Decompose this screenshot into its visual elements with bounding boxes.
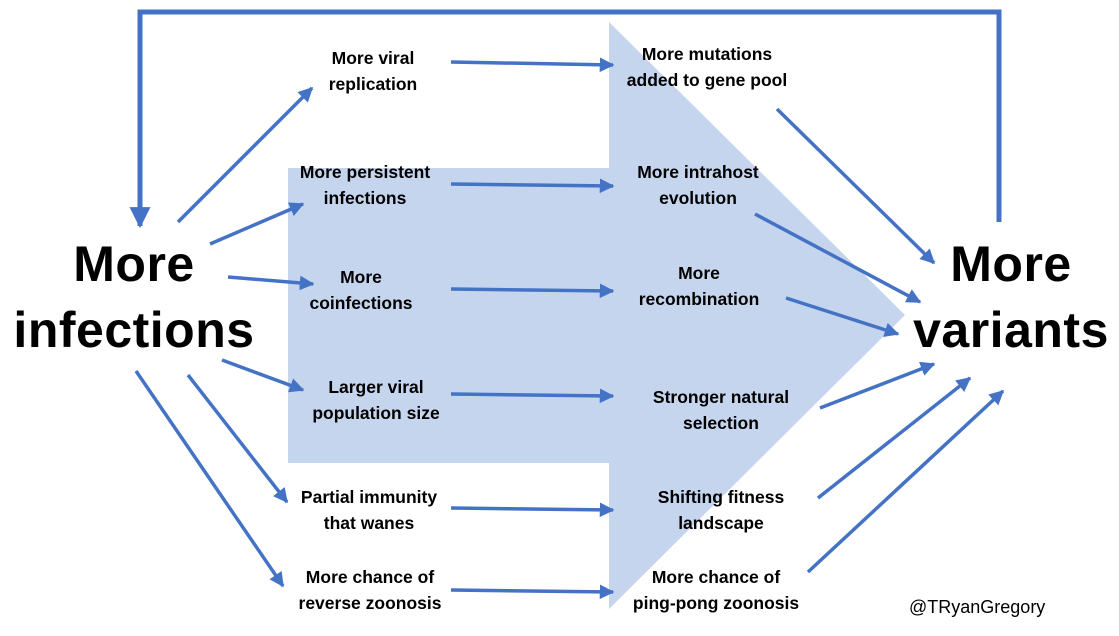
node-more-variants-line1: More xyxy=(950,236,1072,292)
effect-node-recombination: More recombination xyxy=(639,260,760,312)
cause-label-line2: coinfections xyxy=(309,293,413,313)
cause-label-line1: More chance of xyxy=(305,567,435,587)
feedback-loop-arrow xyxy=(129,9,1002,229)
effect-label-line2: added to gene pool xyxy=(626,70,788,90)
effect-label-line1: More intrahost xyxy=(637,162,759,182)
effect-label-line1: More chance of xyxy=(651,567,781,587)
cause-node-partial-immunity: Partial immunity that wanes xyxy=(301,484,437,536)
cause-label-line1: More persistent xyxy=(299,162,431,182)
cause-node-viral-replication: More viral replication xyxy=(329,45,418,97)
arrow-infections-to-reverse-zoonosis xyxy=(134,370,285,588)
cause-node-reverse-zoonosis: More chance of reverse zoonosis xyxy=(299,564,442,616)
effect-label-line2: ping-pong zoonosis xyxy=(632,593,800,613)
effect-node-ping-pong-zoonosis: More chance of ping-pong zoonosis xyxy=(633,564,799,616)
arrow-infections-to-viral-replication xyxy=(176,86,314,224)
effect-node-natural-selection: Stronger natural selection xyxy=(653,384,789,436)
effect-label-line1: Shifting fitness xyxy=(657,487,785,507)
cause-label-line1: Larger viral xyxy=(328,377,424,397)
cause-label-line1: More xyxy=(340,267,382,287)
cause-label-line2: reverse zoonosis xyxy=(298,593,442,613)
cause-label-line2: infections xyxy=(323,188,407,208)
arrow-infections-to-coinfections xyxy=(227,275,315,291)
node-more-infections-line2: infections xyxy=(13,302,255,358)
cause-node-coinfections: More coinfections xyxy=(309,264,412,316)
cause-label-line2: population size xyxy=(312,403,440,423)
arrow-infections-to-population-size xyxy=(221,358,305,393)
arrow-fitness-landscape-to-variants xyxy=(816,376,972,500)
effect-label-line2: landscape xyxy=(678,513,764,533)
cause-label-line2: that wanes xyxy=(323,513,415,533)
effect-label-line2: recombination xyxy=(638,289,760,309)
effect-node-intrahost-evolution: More intrahost evolution xyxy=(637,159,759,211)
node-more-variants-line2: variants xyxy=(913,302,1109,358)
cause-label-line1: More viral xyxy=(331,48,415,68)
arrow-population-size-to-natural-selection xyxy=(450,388,615,404)
effect-node-fitness-landscape: Shifting fitness landscape xyxy=(658,484,784,536)
node-more-infections: More infections xyxy=(13,231,254,363)
arrow-infections-to-persistent-infections xyxy=(209,202,305,246)
cause-label-line1: Partial immunity xyxy=(300,487,438,507)
arrow-coinfections-to-recombination xyxy=(450,283,615,299)
effect-node-mutations: More mutations added to gene pool xyxy=(627,41,787,93)
effect-label-line1: Stronger natural xyxy=(652,387,790,407)
arrow-persistent-infections-to-intrahost-evolution xyxy=(450,178,615,194)
arrow-reverse-zoonosis-to-ping-pong-zoonosis xyxy=(450,584,615,600)
cause-node-population-size: Larger viral population size xyxy=(312,374,439,426)
arrow-infections-to-partial-immunity xyxy=(186,373,289,504)
arrow-partial-immunity-to-fitness-landscape xyxy=(450,502,615,518)
arrow-natural-selection-to-variants xyxy=(819,361,936,410)
effect-label-line2: selection xyxy=(683,413,759,433)
node-more-infections-line1: More xyxy=(73,236,195,292)
arrow-recombination-to-variants xyxy=(785,296,900,337)
effect-label-line1: More mutations xyxy=(641,44,773,64)
cause-node-persistent-infections: More persistent infections xyxy=(300,159,430,211)
effect-label-line2: evolution xyxy=(659,188,737,208)
cause-label-line2: replication xyxy=(328,74,418,94)
arrow-viral-replication-to-mutations xyxy=(450,57,615,73)
arrow-mutations-to-variants xyxy=(775,107,936,265)
effect-label-line1: More xyxy=(678,263,720,283)
arrow-intrahost-evolution-to-variants xyxy=(754,212,922,304)
arrow-ping-pong-zoonosis-to-variants xyxy=(806,389,1005,574)
node-more-variants: More variants xyxy=(913,231,1109,363)
background-block-arrow xyxy=(288,22,905,609)
author-credit: @TRyanGregory xyxy=(909,597,1046,617)
